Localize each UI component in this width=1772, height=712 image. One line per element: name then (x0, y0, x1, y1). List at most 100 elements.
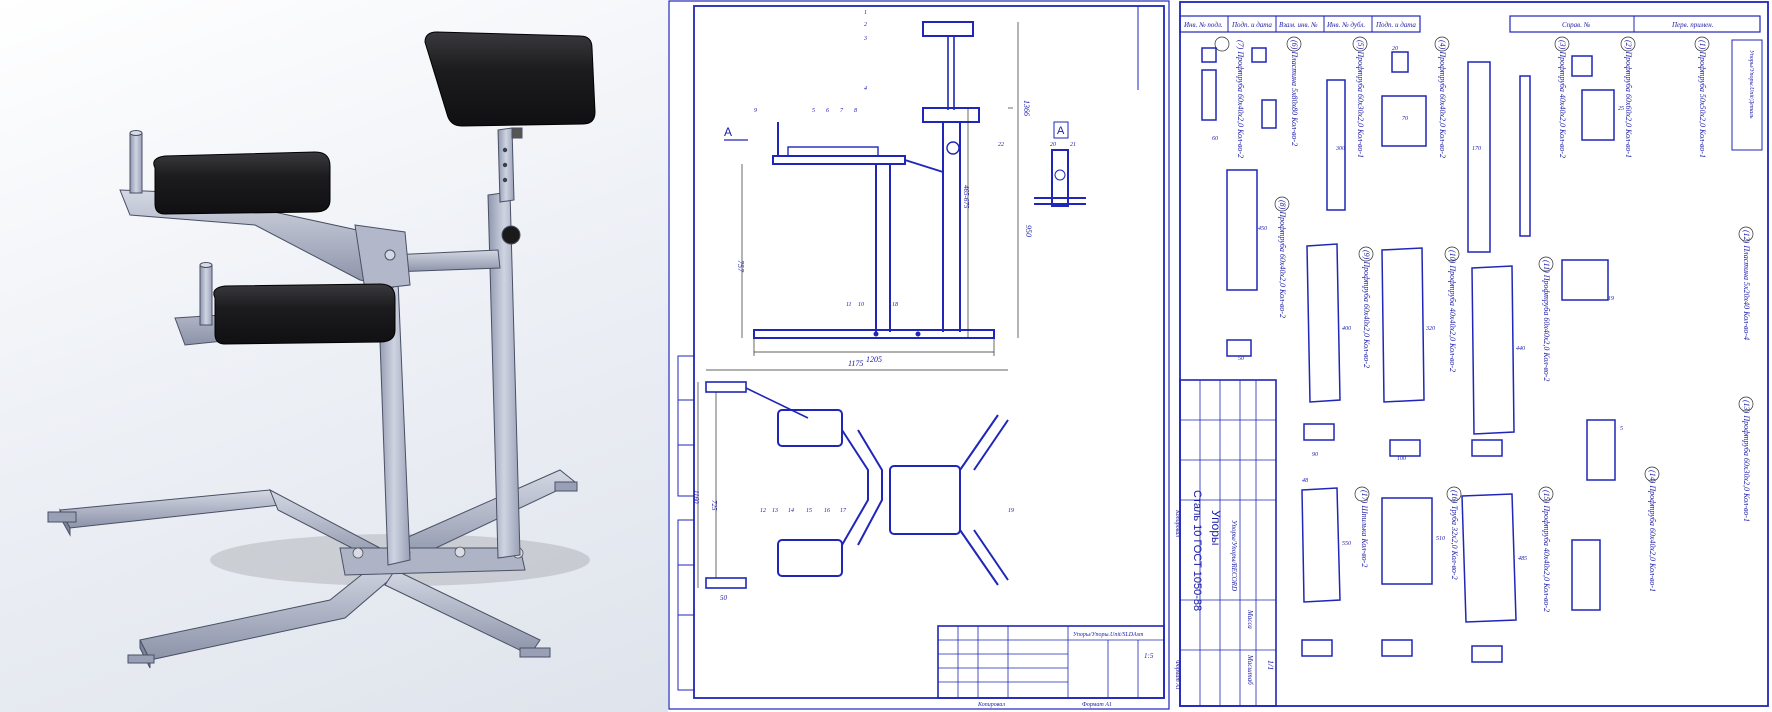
dim-post: 465-675 (962, 185, 970, 209)
part-note: (1) Профтруба 50х50х2,0 Кол-во-1 (1698, 40, 1707, 158)
part-dim: 20 (1392, 46, 1398, 52)
header-cell: Справ. № (1562, 21, 1591, 29)
part-dim: 300 (1335, 146, 1345, 152)
assembly-copy: Копировал (977, 702, 1005, 708)
callout: 3 (863, 36, 867, 42)
callout: 17 (840, 508, 847, 514)
assembly-title-block: Упоры/Упоры.Unit/SLDAsm 1:5 Формат А1 Ко… (937, 625, 1165, 708)
part-note: (4) Профтруба 60х40х2,0 Кол-во-2 (1438, 40, 1447, 158)
part-note: (5) Профтруба 60х30х2,0 Кол-во-1 (1356, 40, 1365, 158)
parts-sheet-no: 1/1 (1266, 660, 1275, 670)
part-note: (12) Пластина 5х20х40 Кол-во-4 (1742, 230, 1751, 340)
header-cell: Инв. № подл. (1183, 21, 1223, 29)
top-view: 1175 1160 725 50 (692, 359, 1009, 602)
callout: 11 (846, 302, 852, 308)
part-dims: 60 50 70 90 100 170 300 320 400 440 450 … (1212, 46, 1624, 562)
part-note: (15) Профтруба 40х40х2,0 Кол-во-2 (1542, 490, 1551, 612)
part-note: (6) Пластина 5х80х80 Кол-во-2 (1290, 40, 1299, 146)
assembly-format: Формат А1 (1082, 702, 1112, 708)
part-note: (7) Профтруба 60х40х2,0 Кол-во-2 (1236, 40, 1245, 158)
part-note: (10) Профтруба 40х40х2,0 Кол-во-2 (1448, 250, 1457, 372)
header-cell: Взам. инв. № (1279, 21, 1318, 29)
header-cell: Подп. и дата (1375, 21, 1416, 29)
parts-mass-label: Масса (1246, 609, 1254, 629)
callout: 4 (864, 85, 867, 92)
dim-overall-height: 1366 (1022, 100, 1031, 116)
part-dim: 50 (1238, 356, 1244, 362)
sheet-frame (693, 5, 1165, 699)
part-note: (8) Профтруба 60х40х2,0 Кол-во-2 (1278, 200, 1287, 318)
dim-plan-inner: 725 (710, 500, 718, 511)
parts-drawing-sheet: Инв. № подл. Подп. и дата Взам. инв. № И… (1172, 0, 1772, 712)
callout: 1 (864, 10, 867, 16)
section-label-a: A (724, 125, 732, 139)
parts-doc-name: Упоры/Упоры/RECORD (1230, 520, 1238, 591)
callout: 20 (1050, 142, 1056, 148)
part-dim: 170 (1472, 146, 1481, 152)
part-dim: 90 (1312, 452, 1318, 458)
callout: 12 (760, 508, 766, 514)
assembly-scale: 1:5 (1144, 652, 1154, 660)
dim-plan-height: 1160 (692, 490, 700, 504)
part-dim: 485 (1518, 555, 1527, 562)
callout: 15 (806, 508, 812, 514)
dim-top-width: 1175 (848, 359, 863, 368)
part-note: (16) Труба 32х2,0 Кол-во-2 (1450, 490, 1459, 580)
parts-copy: Копировал (1174, 509, 1180, 537)
parts-title-block: Сталь 10 ГОСТ 1050-88 Упоры Упоры/Упоры/… (1174, 379, 1277, 707)
callout: 9 (754, 108, 757, 114)
header-cell: Инв. № дубл. (1326, 21, 1365, 29)
part-dim: 550 (1342, 541, 1351, 547)
parts-material: Сталь 10 ГОСТ 1050-88 (1191, 490, 1203, 611)
part-note: (9) Профтруба 60х40х2,0 Кол-во-2 (1362, 250, 1371, 368)
part-dim: 60 (1212, 136, 1218, 142)
parts-title-name: Упоры (1209, 510, 1223, 546)
dim-base-width: 1205 (866, 355, 882, 364)
part-dim: 48 (1302, 477, 1308, 484)
assembly-drawing-sheet: 1366 757 950 465-675 1205 A A (668, 0, 1172, 712)
parts-header: Инв. № подл. Подп. и дата Взам. инв. № И… (1179, 15, 1761, 33)
part-dim: 440 (1516, 345, 1525, 352)
header-cell: Перв. примен. (1671, 21, 1714, 29)
callout: 6 (826, 108, 829, 114)
part-dim: 320 (1425, 326, 1435, 332)
part-dim: 70 (1402, 116, 1408, 122)
part-note: (13) Профтруба 60х30х2,0 Кол-во-1 (1742, 400, 1751, 522)
part-dim: 510 (1436, 536, 1445, 542)
front-view: 1366 757 950 465-675 1205 A (724, 21, 1033, 364)
parts-sheet-frame (1179, 1, 1769, 707)
bench-render-3d-icon (47, 31, 596, 669)
detail-view-a: A (1034, 121, 1086, 207)
callout: 22 (998, 142, 1004, 148)
callout: 13 (772, 508, 778, 514)
callout: 7 (840, 108, 844, 114)
part-note: (3) Профтруба 40х40х2,0 Кол-во-2 (1558, 40, 1567, 158)
callout: 14 (788, 507, 794, 514)
callout: 5 (812, 108, 815, 114)
callout: 8 (854, 108, 857, 114)
callout: 10 (858, 302, 864, 308)
part-dim: 450 (1258, 225, 1267, 232)
parts-format: Формат А1 (1174, 660, 1180, 690)
callout: 21 (1070, 142, 1076, 148)
part-dim: 19 (1608, 296, 1614, 302)
callout: 2 (864, 22, 867, 28)
assembly-doc-name: Упоры/Упоры.Unit/SLDAsm (1073, 632, 1144, 638)
render-3d-panel (0, 0, 668, 712)
callouts: 1 2 3 4 5 6 7 8 9 10 11 12 13 14 15 16 1… (754, 10, 1076, 514)
part-note: (14) Профтруба 60х40х2,0 Кол-во-1 (1648, 470, 1657, 592)
header-cell: Подп. и дата (1231, 21, 1272, 29)
part-note: (2) Профтруба 60х60х2,0 Кол-во-1 (1624, 40, 1633, 158)
part-dim: 100 (1397, 456, 1406, 462)
part-dim: 5 (1620, 426, 1623, 432)
base-frame (47, 469, 578, 669)
dim-right-height: 950 (1024, 225, 1033, 237)
callout: 18 (892, 302, 898, 308)
part-dim: 25 (1618, 106, 1624, 112)
part-note: (17) Шпилька Кол-во-2 (1360, 490, 1369, 567)
callout: 19 (1008, 508, 1014, 514)
parts-side-label: Упоры/Упоры.Unit/Деталь (1748, 50, 1754, 119)
dim-left-height: 757 (736, 260, 745, 273)
dim-plan-small: 50 (720, 594, 728, 602)
arm-pads (153, 31, 596, 345)
